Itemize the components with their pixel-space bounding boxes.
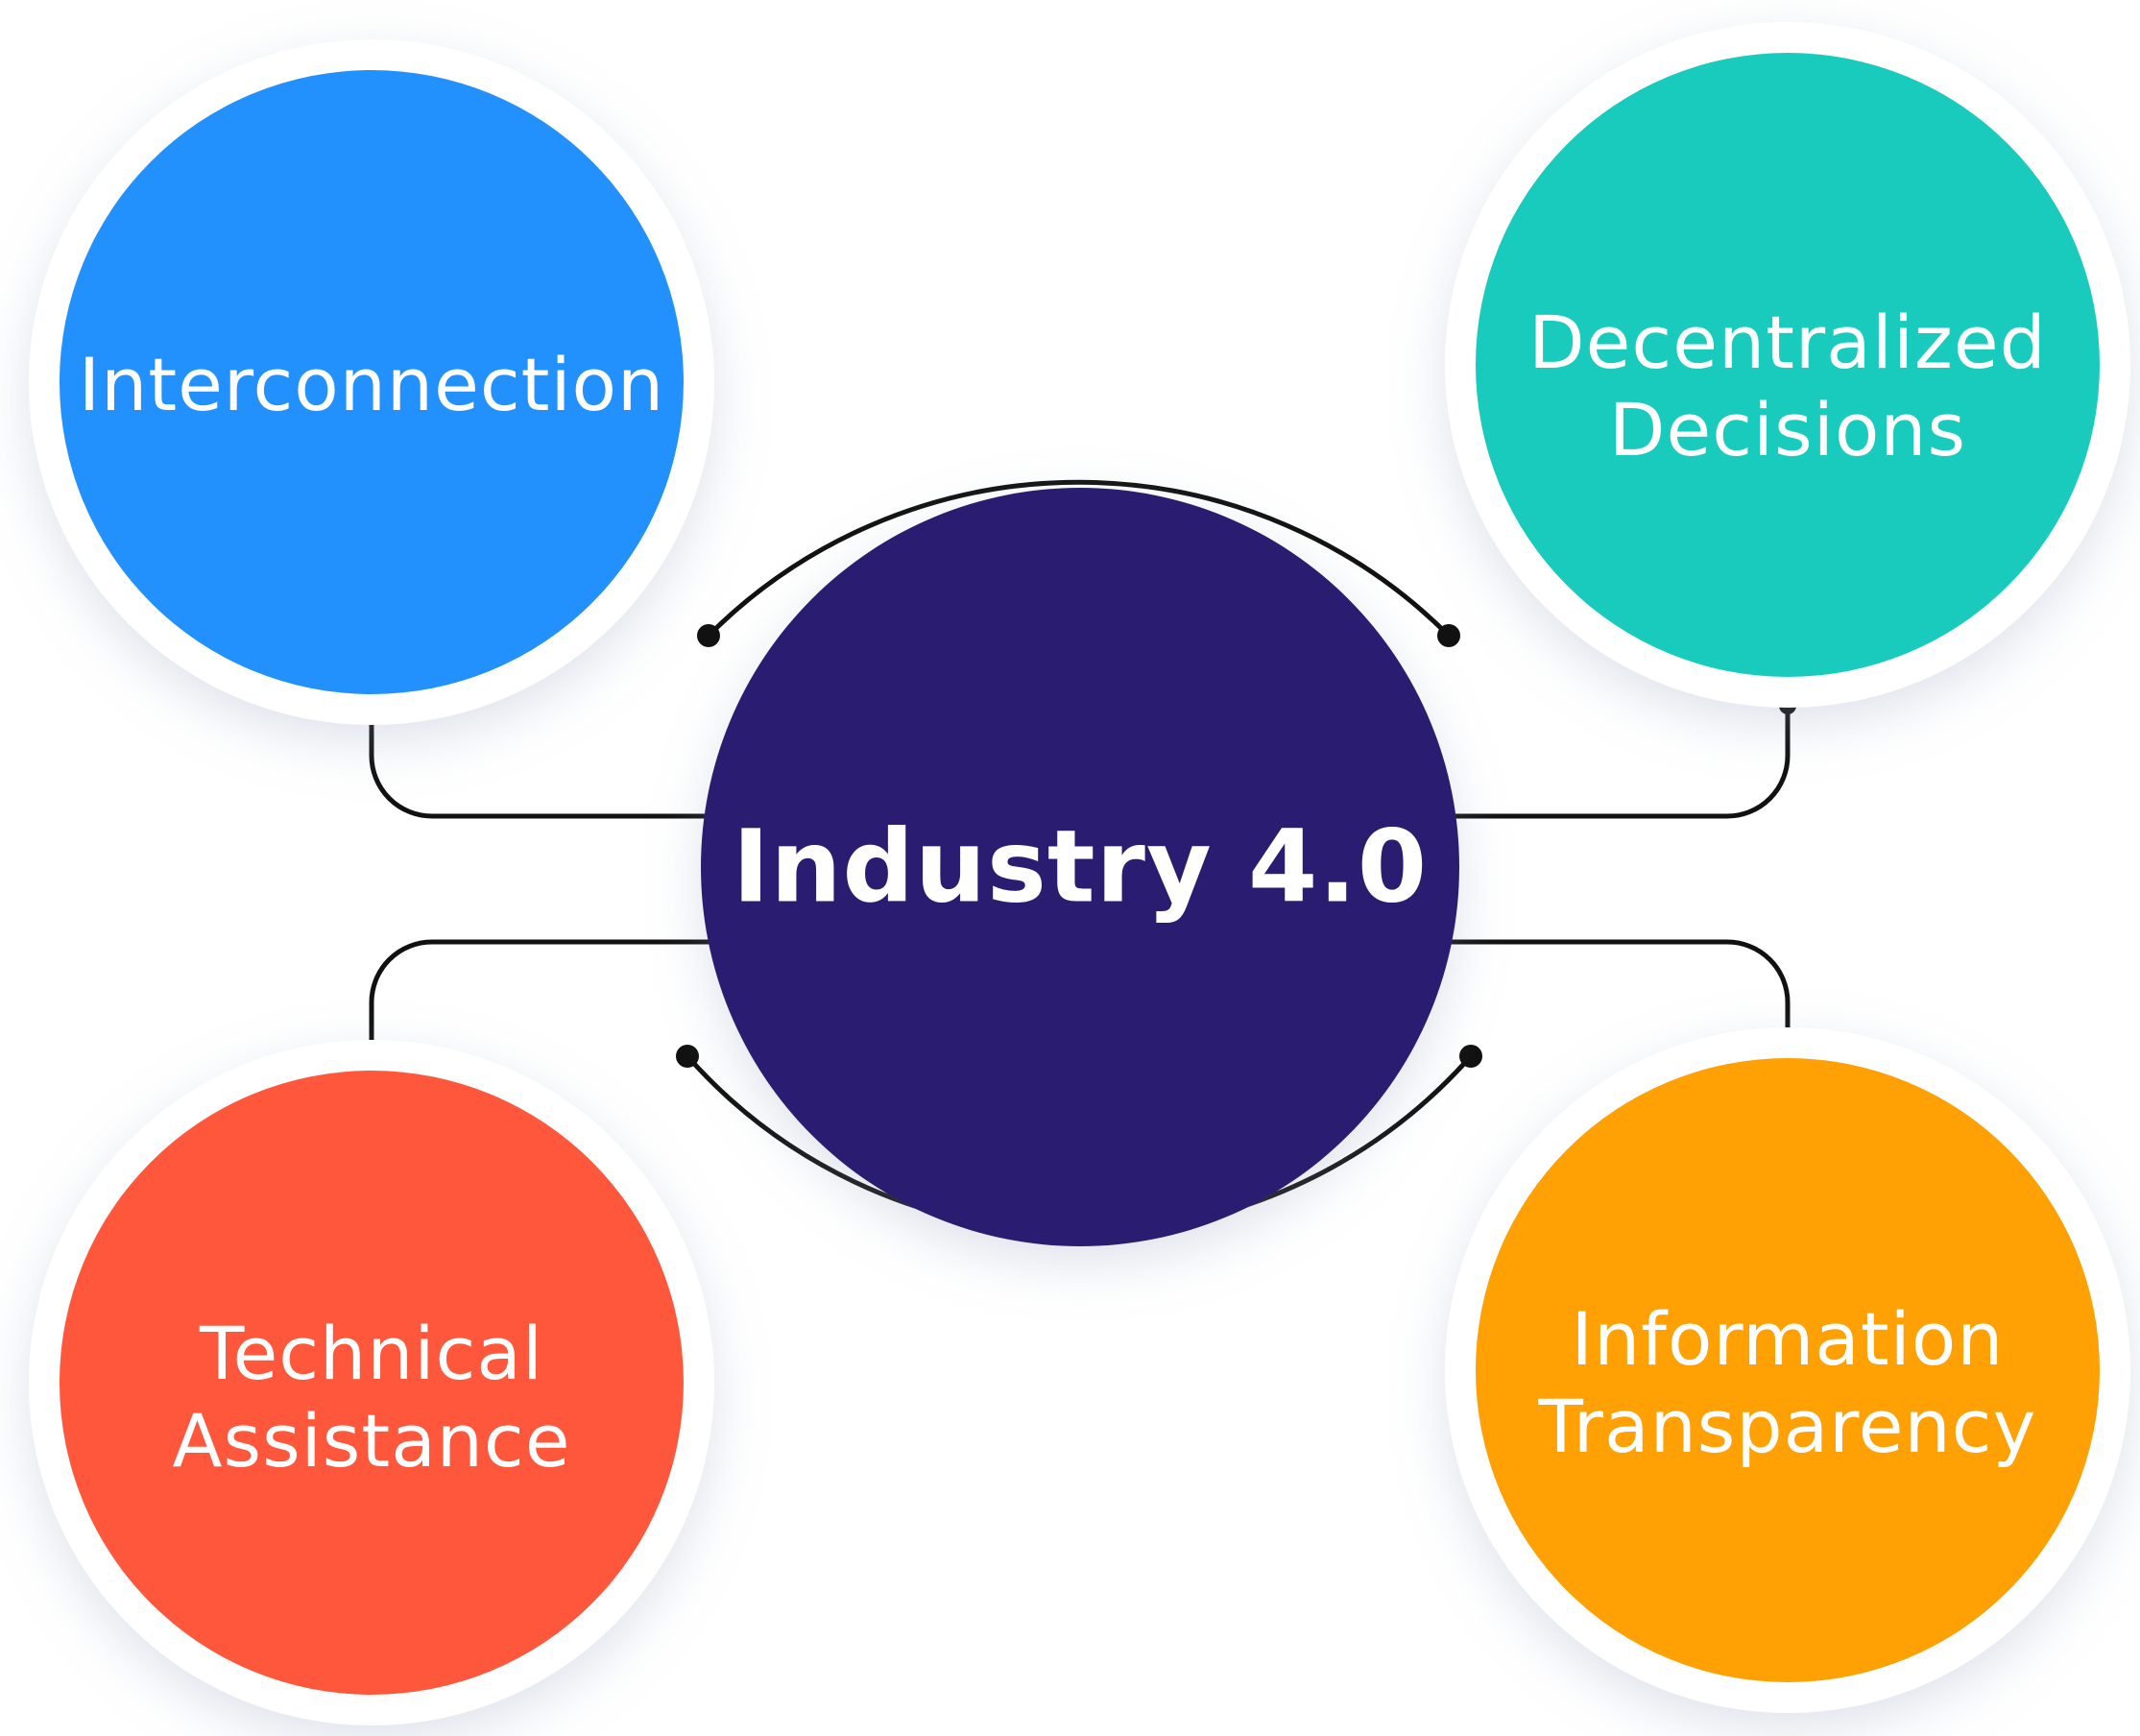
connector-technical xyxy=(369,939,718,1048)
node-label: Technical xyxy=(199,1311,543,1396)
node-label: Transparency xyxy=(1538,1384,2037,1469)
connector-dot xyxy=(1459,1045,1482,1068)
node-label: Information xyxy=(1572,1296,2005,1382)
node-circle xyxy=(1476,1058,2100,1682)
node-circle xyxy=(60,1071,684,1695)
center-label: Industry 4.0 xyxy=(733,808,1428,925)
node-circle xyxy=(1476,53,2100,677)
node-label: Decisions xyxy=(1609,387,1966,472)
connector-dot xyxy=(1437,624,1460,647)
node-information-transparency: Information Transparency xyxy=(1445,1027,2130,1713)
node-circle xyxy=(60,70,684,694)
node-label: Assistance xyxy=(173,1398,571,1483)
node-interconnection: Interconnection xyxy=(29,39,714,725)
node-label: Decentralized xyxy=(1528,300,2047,385)
connector-decentralized xyxy=(1445,703,1791,819)
connector-interconnection xyxy=(369,717,718,819)
center-node xyxy=(701,488,1459,1246)
connector-dot xyxy=(676,1045,699,1068)
node-label: Interconnection xyxy=(79,342,664,427)
node-technical-assistance: Technical Assistance xyxy=(29,1040,714,1725)
center-circle xyxy=(701,488,1459,1246)
connector-top-arc xyxy=(706,479,1452,639)
connector-information xyxy=(1445,939,1791,1035)
connector-dot xyxy=(697,624,720,647)
node-decentralized-decisions: Decentralized Decisions xyxy=(1445,22,2130,708)
